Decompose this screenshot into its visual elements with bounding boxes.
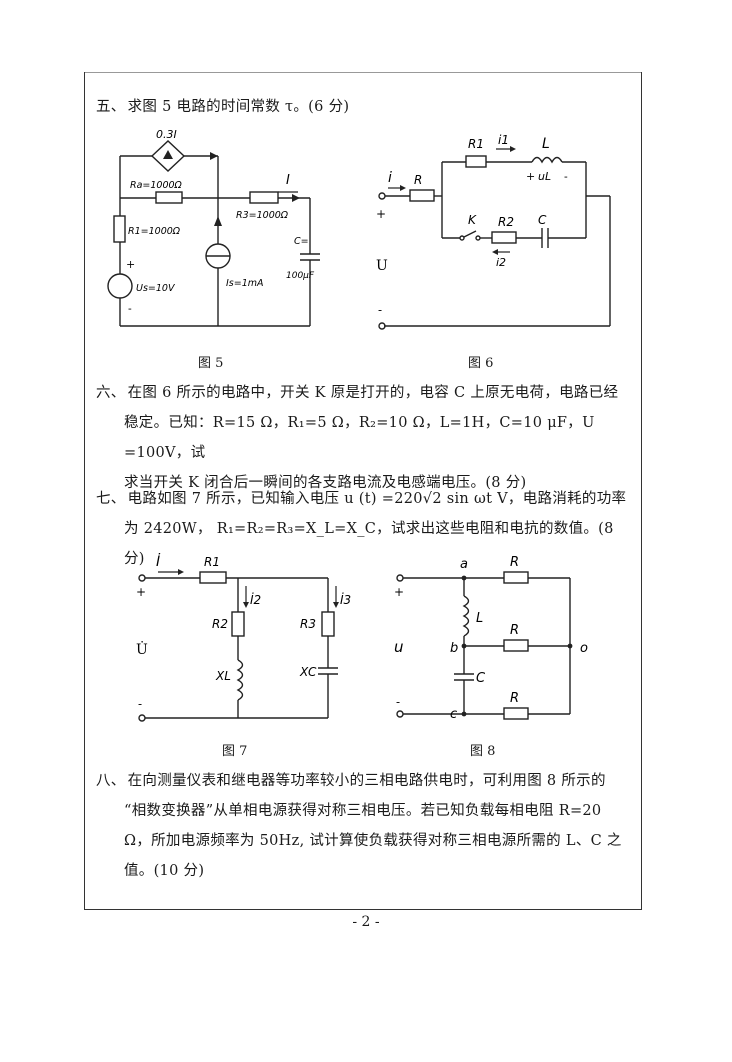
label-a: a [460, 557, 468, 572]
label-u: U̇ [136, 640, 148, 658]
label-c-value: 100μF [286, 271, 315, 281]
label-plus: + [126, 258, 135, 271]
label-plus: + [376, 207, 386, 221]
figure-6-circuit: R1 i1 L + uL - i R + K R2 C i2 U - [376, 133, 611, 330]
label-o: o [580, 641, 588, 656]
label-b: b [450, 641, 458, 656]
label-r: R [414, 173, 422, 187]
label-r2: R2 [212, 617, 228, 631]
label-r1: R1=1000Ω [128, 226, 181, 237]
label-plus: + [136, 585, 146, 599]
question-text-line-2: 为 2420W， R₁=R₂=R₃=X_L=X_C，试求出这些电阻和电抗的数值。… [124, 521, 614, 567]
label-r1: R1 [468, 137, 484, 151]
label-minus: - [378, 303, 382, 317]
label-c: C [538, 213, 547, 227]
label-is: Is=1mA [226, 278, 264, 289]
label-xl: XL [215, 669, 231, 683]
label-l: L [542, 136, 550, 152]
label-plus: + [394, 585, 404, 599]
page-border [84, 72, 642, 910]
label-us: Us=10V [136, 283, 176, 294]
label-minus: - [138, 697, 142, 711]
question-6: 六、在图 6 所示的电路中，开关 K 原是打开的，电容 C 上原无电荷，电路已经… [96, 378, 634, 498]
label-r-top: R [510, 555, 519, 570]
question-text-line-2: “相数变换器”从单相电源获得对称三相电压。若已知负载每相电阻 R=20 [124, 803, 602, 819]
figure-5-circuit: 0.3I Ra=1000Ω I R3=1000Ω R1=1000Ω + Us=1… [107, 128, 320, 327]
label-current-i: I [286, 173, 290, 188]
question-8: 八、在向测量仪表和继电器等功率较小的三相电路供电时，可利用图 8 所示的 “相数… [96, 766, 634, 886]
question-text: 求图 5 电路的时间常数 τ。(6 分) [127, 99, 350, 115]
question-text-line-1: 在向测量仪表和继电器等功率较小的三相电路供电时，可利用图 8 所示的 [127, 773, 606, 789]
figure-6-caption: 图 6 [468, 356, 494, 371]
page-top-rule [84, 72, 642, 73]
label-r2: R2 [498, 215, 514, 229]
label-i1: i1 [498, 133, 509, 147]
label-ul-minus: - [564, 170, 568, 183]
question-number: 七、 [96, 491, 126, 507]
label-c: c [450, 707, 457, 722]
label-r-mid: R [510, 623, 519, 638]
question-text-line-3: 求当开关 K 闭合后一瞬间的各支路电流及电感端电压。(8 分) [124, 475, 527, 491]
label-k: K [468, 213, 477, 227]
question-number: 五、 [96, 99, 126, 115]
figure-8-circuit: a R + L R u b o C R - c [394, 555, 588, 722]
label-r1: R1 [204, 555, 220, 569]
label-cccs: 0.3I [156, 128, 177, 141]
figure-8-caption: 图 8 [470, 744, 496, 759]
label-c-cap: C [476, 671, 486, 686]
label-r3: R3 [300, 617, 316, 631]
label-r3: R3=1000Ω [236, 210, 289, 221]
label-i2: İ2 [250, 592, 261, 607]
figure-7-caption: 图 7 [222, 744, 248, 759]
question-number: 六、 [96, 385, 126, 401]
question-text-line-4: 值。(10 分) [124, 863, 205, 879]
question-number: 八、 [96, 773, 126, 789]
label-i3: İ3 [340, 592, 351, 607]
figure-7-circuit: İ R1 + İ2 İ3 R2 R3 U̇ XL XC - [136, 552, 351, 722]
label-r-bot: R [510, 691, 519, 706]
label-minus: - [128, 302, 132, 315]
label-i: i [388, 170, 392, 186]
label-u: U [376, 258, 388, 274]
label-l: L [476, 611, 483, 626]
label-u: u [394, 638, 404, 656]
figure-5-caption: 图 5 [198, 356, 224, 371]
question-text-line-1: 在图 6 所示的电路中，开关 K 原是打开的，电容 C 上原无电荷，电路已经 [127, 385, 619, 401]
question-text-line-1: 电路如图 7 所示，已知输入电压 u (t) =220√2 sin ωt V，电… [127, 491, 627, 507]
question-7: 七、电路如图 7 所示，已知输入电压 u (t) =220√2 sin ωt V… [96, 484, 634, 574]
label-xc: XC [299, 665, 317, 679]
label-ul: uL [538, 170, 551, 183]
question-5: 五、求图 5 电路的时间常数 τ。(6 分) [96, 92, 634, 122]
question-text-line-2: 稳定。已知：R=15 Ω，R₁=5 Ω，R₂=10 Ω，L=1H，C=10 μF… [124, 415, 595, 461]
label-ra: Ra=1000Ω [130, 180, 183, 191]
page-number: - 2 - [352, 914, 380, 930]
label-ul-plus: + [526, 170, 535, 183]
question-text-line-3: Ω，所加电源频率为 50Hz, 试计算使负载获得对称三相电源所需的 L、C 之 [124, 833, 622, 849]
label-c: C= [294, 236, 309, 247]
label-i: İ [156, 552, 161, 570]
label-minus: - [396, 695, 400, 709]
label-i2: i2 [496, 256, 506, 269]
